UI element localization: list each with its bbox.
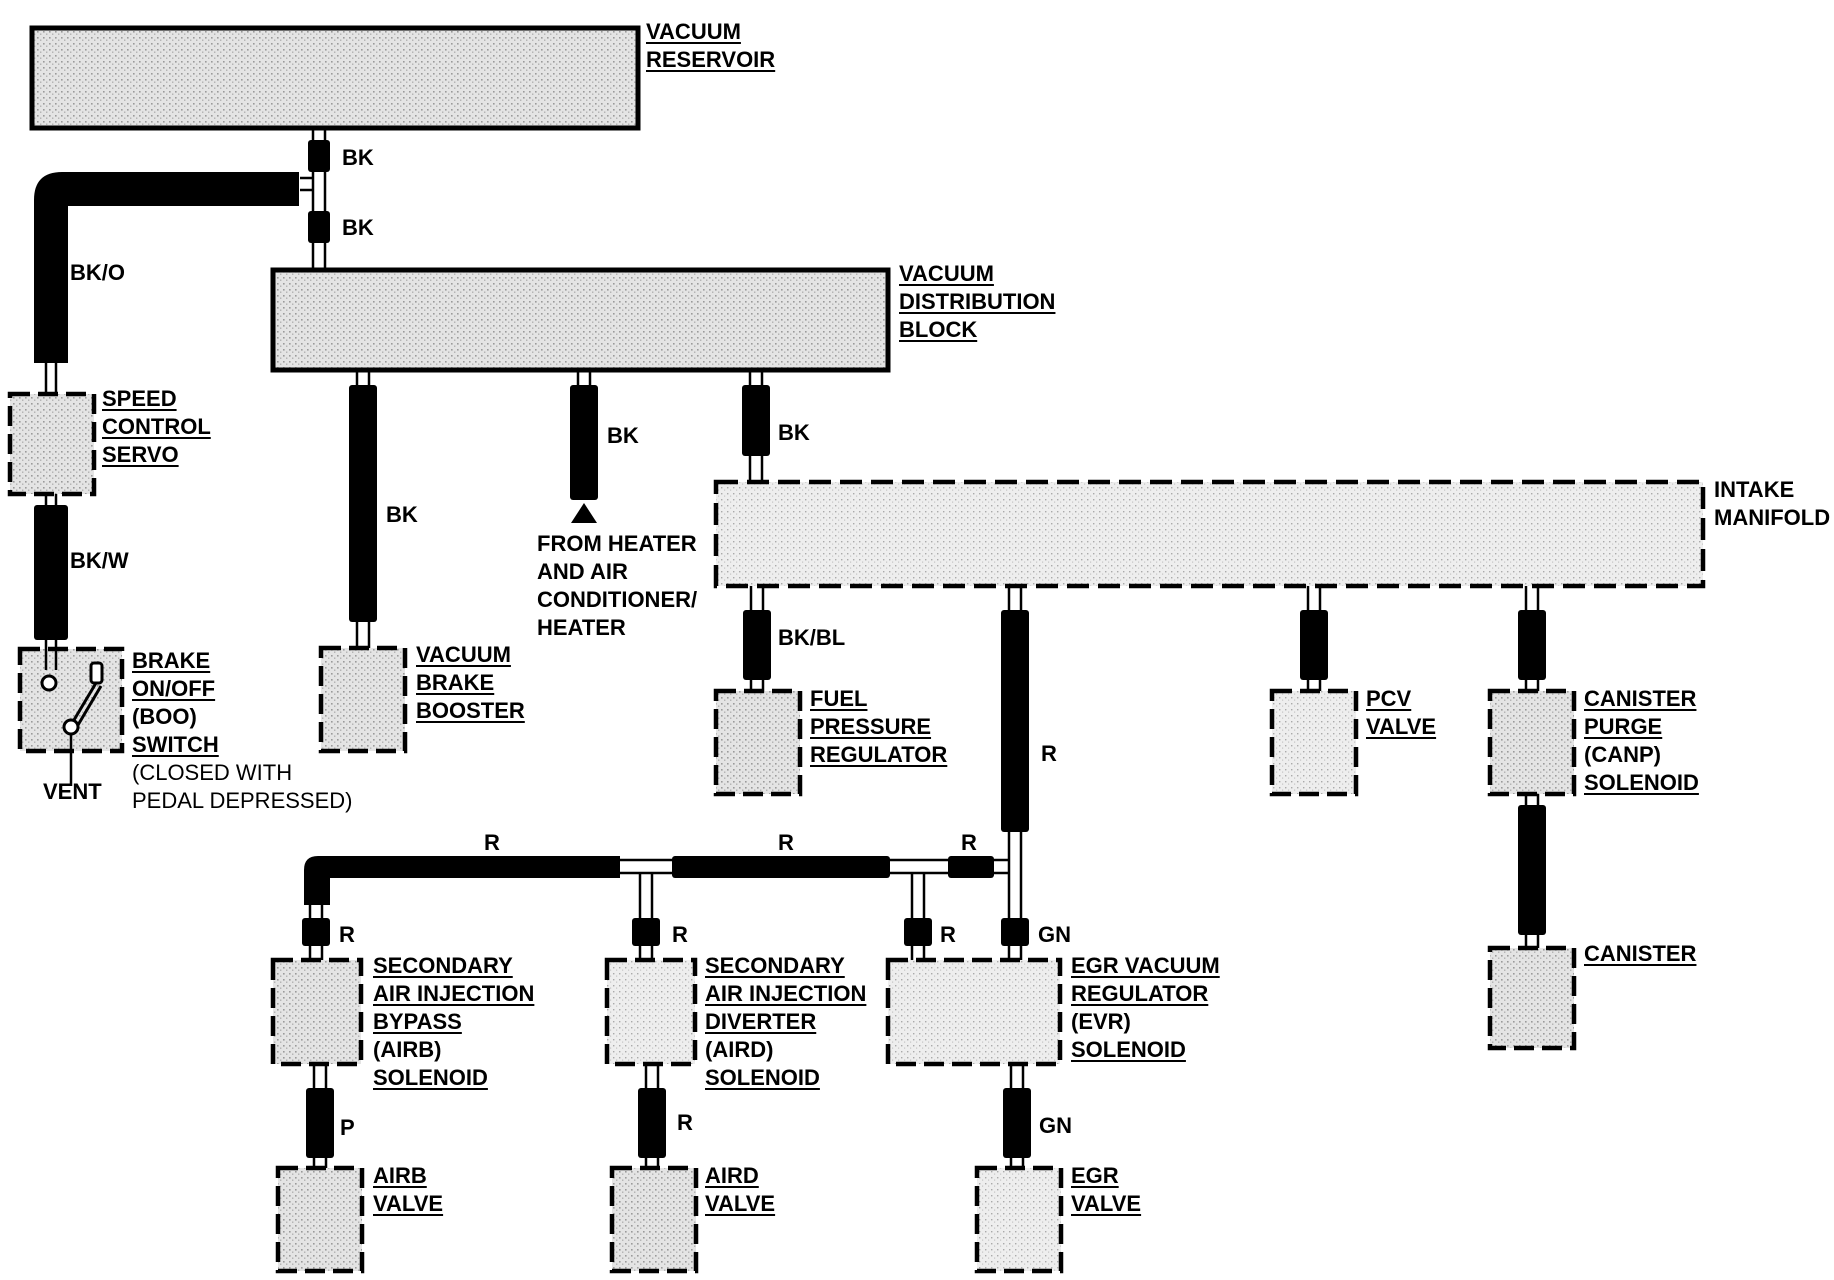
- evr-solenoid-box: [885, 957, 1063, 1067]
- tube-stubs: [44, 128, 1540, 1168]
- code-aird-valve: R: [677, 1110, 693, 1135]
- airb-solenoid-box: [270, 957, 364, 1067]
- aird-solenoid-box: [604, 957, 698, 1067]
- hose-branch-right: [948, 856, 994, 878]
- vacuum-brake-booster-box: [318, 645, 408, 754]
- code-brake-booster: BK: [386, 502, 418, 527]
- hose-egr-valve: [1003, 1088, 1031, 1158]
- hose-branch-mid: [672, 856, 890, 878]
- hose-evr-gn: [1001, 918, 1029, 946]
- hose-branch-left: [304, 856, 620, 905]
- egr-valve-box: [974, 1165, 1064, 1274]
- boo-switch-symbol: [40, 661, 104, 786]
- hose-reservoir-upper: [308, 140, 330, 172]
- speed-control-servo-box: [7, 391, 97, 497]
- code-reservoir-upper: BK: [342, 145, 374, 170]
- hose-evr-main: [1001, 610, 1029, 832]
- hose-boo-feed: [34, 505, 68, 640]
- vacuum-distribution-block: [270, 267, 891, 373]
- hose-airb-sol: [302, 918, 330, 946]
- hose-canister: [1518, 805, 1546, 935]
- aird-valve-box: [609, 1165, 699, 1274]
- heater-port-triangle: [571, 503, 597, 523]
- code-airb-sol: R: [339, 922, 355, 947]
- code-aird-sol: R: [672, 922, 688, 947]
- hose-pcv: [1300, 610, 1328, 680]
- vacuum-reservoir-block: [29, 25, 641, 131]
- code-speed-servo-feed: BK/O: [70, 260, 125, 285]
- hose-manifold-feed: [742, 385, 770, 456]
- code-egr-valve: GN: [1039, 1113, 1072, 1138]
- hose-airb-valve: [306, 1088, 334, 1158]
- hose-aird-valve: [638, 1088, 666, 1158]
- hose-brake-booster: [349, 385, 377, 622]
- code-branch-mid: R: [778, 830, 794, 855]
- code-heater: BK: [607, 423, 639, 448]
- fuel-pressure-regulator-box: [713, 688, 803, 797]
- code-boo-feed: BK/W: [70, 548, 129, 573]
- code-fuel-reg: BK/BL: [778, 625, 846, 650]
- hose-speed-servo-feed: [34, 172, 299, 363]
- hose-canp: [1518, 610, 1546, 680]
- hose-evr-r: [904, 918, 932, 946]
- label-vent: VENT: [43, 779, 102, 804]
- hose-reservoir-lower: [308, 211, 330, 243]
- label-canister: CANISTER: [1584, 941, 1697, 966]
- pcv-valve-box: [1269, 688, 1359, 797]
- code-branch-left: R: [484, 830, 500, 855]
- hoses: [34, 140, 1546, 1158]
- canister-box: [1487, 945, 1577, 1051]
- canp-solenoid-box: [1487, 688, 1577, 797]
- hose-heater: [570, 385, 598, 500]
- code-evr-r: R: [940, 922, 956, 947]
- intake-manifold-block: [713, 479, 1706, 589]
- hose-fuel-reg: [743, 610, 771, 680]
- code-manifold-feed: BK: [778, 420, 810, 445]
- code-airb-valve: P: [340, 1115, 355, 1140]
- code-evr-gn: GN: [1038, 922, 1071, 947]
- airb-valve-box: [275, 1165, 365, 1274]
- code-reservoir-lower: BK: [342, 215, 374, 240]
- code-evr-main: R: [1041, 741, 1057, 766]
- code-branch-right: R: [961, 830, 977, 855]
- hose-aird-sol: [632, 918, 660, 946]
